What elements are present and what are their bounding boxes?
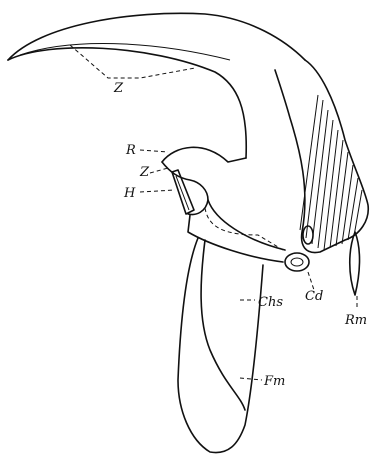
tooth-structure [162,162,208,214]
fm-fold [201,240,245,410]
base-connector [188,200,309,271]
label-Z-mid: Z [139,165,150,180]
chs-plate [178,238,263,453]
labels: Z R Z H Cd Chs Rm Fm [113,81,367,389]
label-Fm: Fm [263,374,285,389]
label-Rm: Rm [344,313,367,328]
label-Z-top: Z [113,81,124,96]
claw-outline [8,13,305,162]
label-H: H [123,186,136,201]
rm-blade [350,232,360,295]
shaded-body [275,60,368,253]
label-R: R [125,143,136,158]
label-Cd: Cd [305,289,323,304]
label-Chs: Chs [258,295,283,310]
